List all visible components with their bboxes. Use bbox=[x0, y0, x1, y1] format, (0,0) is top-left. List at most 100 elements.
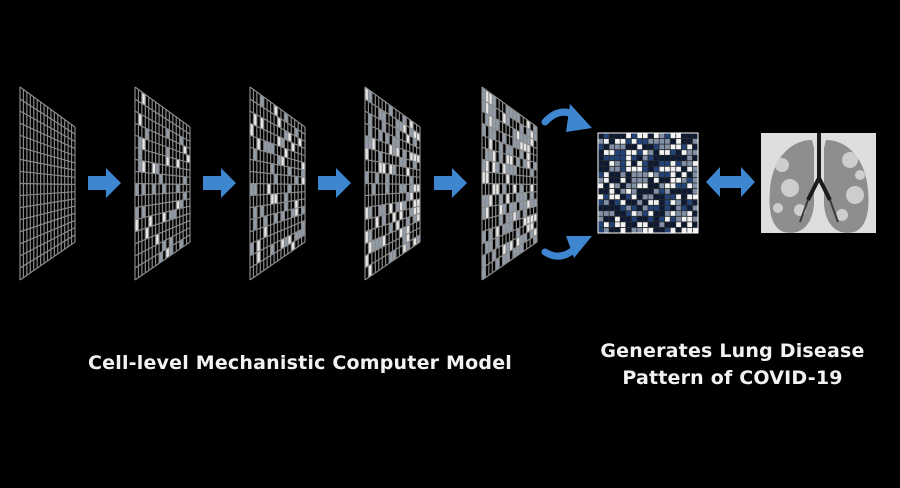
infected-cell bbox=[402, 123, 407, 134]
ground-glass-opacity bbox=[836, 209, 848, 221]
infected-cell bbox=[502, 183, 507, 195]
infected-cell bbox=[499, 141, 503, 154]
pattern-cell bbox=[636, 171, 643, 178]
infected-cell bbox=[152, 162, 156, 174]
pattern-cell bbox=[692, 194, 698, 200]
pattern-cell bbox=[614, 194, 621, 200]
infected-cell bbox=[519, 131, 524, 143]
infected-cell bbox=[406, 241, 410, 252]
infected-cell bbox=[416, 184, 420, 192]
infected-cell bbox=[382, 120, 386, 133]
infected-cell bbox=[523, 216, 527, 227]
model-caption-text: Cell-level Mechanistic Computer Model bbox=[88, 352, 512, 374]
infected-cell bbox=[399, 157, 403, 167]
pattern-cell bbox=[686, 183, 693, 189]
infected-cell bbox=[485, 148, 489, 161]
infected-cell bbox=[509, 202, 513, 213]
infected-cell bbox=[368, 89, 372, 104]
infected-cell bbox=[402, 201, 407, 211]
grid-line bbox=[249, 234, 306, 269]
pattern-cell bbox=[598, 210, 604, 217]
pattern-cell bbox=[648, 194, 654, 200]
pattern-cell bbox=[614, 160, 621, 167]
pattern-cell bbox=[692, 216, 698, 222]
grid-line bbox=[481, 219, 538, 245]
infected-cell bbox=[523, 142, 527, 152]
simulation-stages bbox=[19, 86, 538, 281]
infected-cell bbox=[378, 204, 383, 217]
grid-line bbox=[134, 191, 191, 197]
infected-cell bbox=[294, 207, 299, 217]
infected-cell bbox=[399, 184, 403, 194]
infected-cell bbox=[519, 123, 524, 134]
pattern-cell bbox=[642, 177, 648, 183]
infected-cell bbox=[287, 166, 292, 176]
pattern-cell bbox=[675, 210, 682, 217]
infected-cell bbox=[365, 254, 369, 268]
pattern-cell bbox=[609, 166, 615, 172]
infected-cell bbox=[506, 114, 510, 127]
pattern-cell bbox=[675, 138, 682, 145]
infected-cell bbox=[368, 229, 372, 243]
infected-cell bbox=[287, 184, 292, 193]
infected-cell bbox=[482, 207, 486, 220]
pattern-cell bbox=[631, 138, 637, 145]
grid-line bbox=[19, 205, 76, 221]
pattern-cell bbox=[609, 188, 615, 195]
infected-cell bbox=[389, 203, 393, 214]
pattern-cell bbox=[642, 210, 648, 217]
infected-cell bbox=[270, 163, 275, 175]
infected-cell bbox=[485, 195, 489, 208]
infected-cell bbox=[406, 133, 410, 144]
infected-cell bbox=[162, 239, 166, 252]
pattern-cell bbox=[642, 155, 648, 161]
infected-cell bbox=[145, 127, 149, 141]
ground-glass-opacity bbox=[775, 158, 789, 172]
pattern-cell bbox=[631, 155, 637, 161]
pattern-cell bbox=[636, 138, 643, 145]
infected-cell bbox=[378, 162, 383, 174]
infected-cell bbox=[145, 227, 149, 240]
pattern-cell bbox=[670, 160, 676, 167]
pattern-cell bbox=[664, 166, 671, 172]
grid-line bbox=[364, 234, 421, 269]
pattern-cell bbox=[659, 149, 665, 156]
grid-line bbox=[19, 191, 76, 197]
pattern-cell bbox=[653, 177, 660, 183]
infected-cell bbox=[385, 173, 390, 184]
pattern-cell bbox=[681, 210, 687, 217]
pattern-cell bbox=[614, 183, 621, 189]
pattern-border bbox=[597, 132, 699, 234]
infected-cell bbox=[253, 217, 257, 231]
infected-cell bbox=[399, 210, 403, 221]
grid-line bbox=[481, 212, 538, 233]
infected-cell bbox=[519, 243, 524, 254]
infected-cell bbox=[482, 123, 486, 137]
pattern-cell bbox=[631, 166, 637, 172]
grid-line bbox=[481, 205, 538, 221]
pattern-cell bbox=[620, 144, 626, 150]
infected-cell bbox=[530, 214, 534, 224]
infected-cell bbox=[399, 121, 403, 132]
infected-cell bbox=[371, 239, 376, 253]
lung-ct-image bbox=[761, 133, 876, 233]
pattern-cell bbox=[625, 166, 632, 172]
grid-line bbox=[19, 198, 76, 209]
pattern-cell bbox=[609, 194, 615, 200]
pattern-cell bbox=[686, 155, 693, 161]
grid-line bbox=[19, 234, 76, 269]
infected-cell bbox=[277, 155, 281, 166]
infected-cell bbox=[287, 131, 292, 143]
infected-cell bbox=[416, 154, 420, 163]
infected-cell bbox=[482, 159, 486, 172]
infected-cell bbox=[253, 113, 257, 127]
infected-cell bbox=[485, 101, 489, 115]
pattern-cell bbox=[631, 216, 637, 222]
infected-cell bbox=[172, 209, 177, 220]
pattern-cell bbox=[609, 149, 615, 156]
pattern-cell bbox=[670, 183, 676, 189]
pattern-cell bbox=[648, 227, 654, 233]
pattern-cell bbox=[609, 160, 615, 167]
infected-cell bbox=[365, 230, 369, 244]
pattern-cell bbox=[664, 210, 671, 217]
